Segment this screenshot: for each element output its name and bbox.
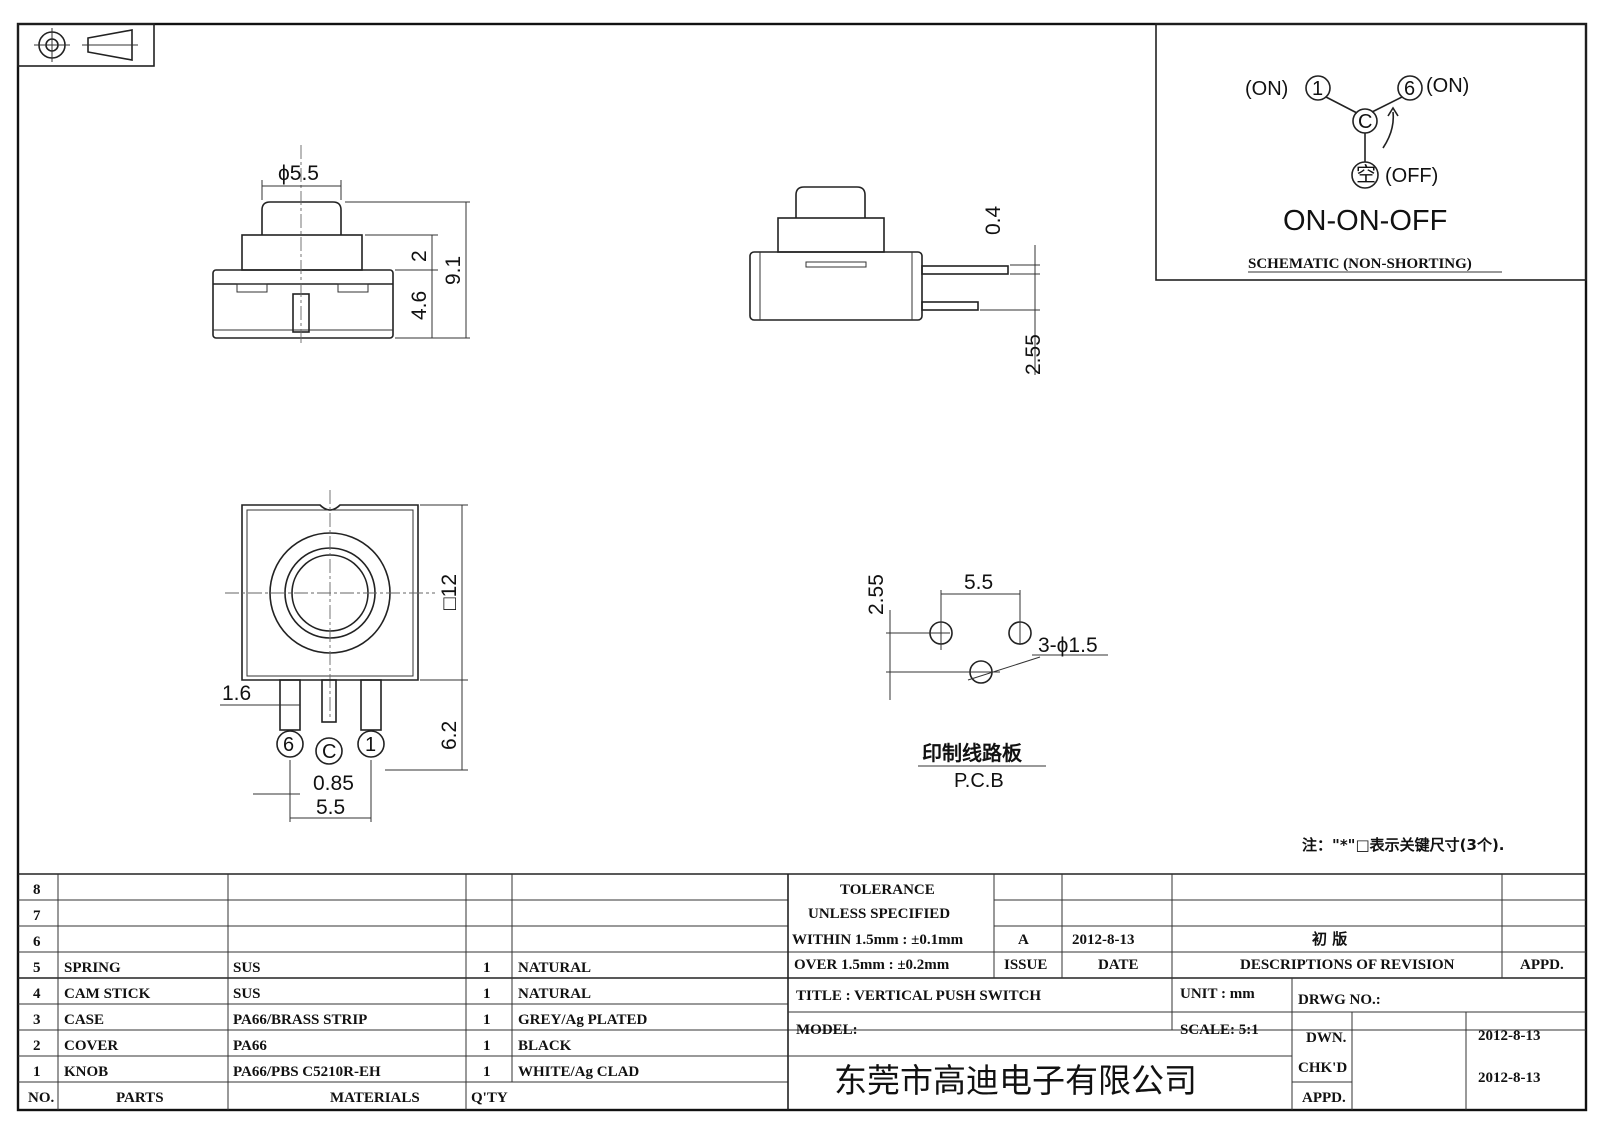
- pcb-label-en: P.C.B: [954, 770, 1004, 792]
- model: MODEL:: [796, 1022, 858, 1038]
- tolerance-line-4: OVER 1.5mm : ±0.2mm: [794, 957, 950, 973]
- parts-cell-finish: GREY/Ag PLATED: [518, 1012, 647, 1028]
- parts-cell-material: SUS: [233, 960, 261, 976]
- drawing-number: DRWG NO.:: [1298, 992, 1381, 1008]
- dim-diameter-knob: ϕ5.5: [278, 162, 319, 185]
- schematic-on-6: (ON): [1426, 75, 1469, 97]
- parts-cell-part: CASE: [64, 1012, 104, 1028]
- dim-0-85: 0.85: [313, 772, 354, 795]
- parts-cell-no: 5: [33, 960, 41, 976]
- revision-date-value: 2012-8-13: [1072, 932, 1135, 948]
- parts-cell-no: 3: [33, 1012, 41, 1028]
- dim-4-6: 4.6: [408, 291, 431, 320]
- switch-arrow-icon: [1382, 111, 1395, 149]
- dim-2: 2: [408, 250, 431, 262]
- tolerance-line-2: UNLESS SPECIFIED: [808, 906, 950, 922]
- company-name: 东莞市高迪电子有限公司: [834, 1061, 1197, 1100]
- sheet-border: [16, 22, 1588, 1112]
- parts-cell-qty: 1: [483, 1038, 491, 1054]
- parts-cell-no: 1: [33, 1064, 41, 1080]
- revision-date-header: DATE: [1098, 957, 1139, 973]
- pin-label-c: C: [322, 741, 336, 763]
- scale: SCALE: 5:1: [1180, 1022, 1259, 1038]
- title-block: [788, 874, 1586, 1110]
- dim-0-4: 0.4: [982, 205, 1005, 235]
- parts-cell-material: PA66: [233, 1038, 267, 1054]
- pin-label-6: 6: [283, 734, 294, 756]
- front-view: ϕ5.5 2 4.6 9.1: [212, 145, 470, 345]
- schematic-box: (ON) 1 6 (ON) C 空 (OFF) ON-ON-OFF SCHEMA…: [1155, 23, 1587, 281]
- side-view: 0.4 2.55: [749, 186, 1045, 375]
- parts-cell-part: COVER: [64, 1038, 118, 1054]
- key-dimension-note: 注："*"□表示关键尺寸(3个).: [1302, 836, 1505, 854]
- revision-description-value: 初 版: [1312, 930, 1347, 948]
- schematic-caption: SCHEMATIC (NON-SHORTING): [1248, 256, 1472, 272]
- pcb-dim-5-5: 5.5: [964, 571, 993, 594]
- schematic-terminal-c: C: [1358, 111, 1372, 133]
- pin-label-1: 1: [365, 734, 376, 756]
- header-parts: PARTS: [116, 1090, 164, 1106]
- schematic-mode: ON-ON-OFF: [1283, 205, 1447, 237]
- dim-2-55-side: 2.55: [1022, 334, 1045, 375]
- parts-cell-material: PA66/PBS C5210R-EH: [233, 1064, 381, 1080]
- parts-table: [18, 873, 1586, 1110]
- schematic-off: (OFF): [1385, 165, 1438, 187]
- revision-issue-value: A: [1018, 932, 1029, 948]
- schematic-on-1: (ON): [1245, 78, 1288, 100]
- dim-1-6: 1.6: [222, 682, 251, 705]
- parts-cell-part: SPRING: [64, 960, 121, 976]
- dim-square-12: □12: [438, 574, 461, 610]
- pcb-label-cn: 印制线路板: [922, 741, 1023, 765]
- parts-cell-no: 7: [33, 908, 41, 924]
- pcb-holes: 3-ϕ1.5: [1038, 634, 1098, 657]
- approved-label: APPD.: [1302, 1090, 1346, 1106]
- parts-cell-finish: BLACK: [518, 1038, 572, 1054]
- parts-cell-material: SUS: [233, 986, 261, 1002]
- drawn-label: DWN.: [1306, 1030, 1347, 1046]
- dim-5-5-bottom: 5.5: [316, 796, 345, 819]
- parts-cell-qty: 1: [483, 1064, 491, 1080]
- schematic-terminal-6: 6: [1404, 78, 1415, 100]
- parts-cell-part: KNOB: [64, 1064, 108, 1080]
- dim-9-1: 9.1: [442, 256, 465, 285]
- parts-cell-qty: 1: [483, 986, 491, 1002]
- pcb-dim-2-55: 2.55: [865, 574, 888, 615]
- parts-cell-finish: NATURAL: [518, 960, 591, 976]
- unit: UNIT : mm: [1180, 986, 1255, 1002]
- parts-cell-no: 4: [33, 986, 41, 1002]
- parts-cell-qty: 1: [483, 1012, 491, 1028]
- drawn-date: 2012-8-13: [1478, 1028, 1541, 1044]
- first-angle-projection-icon: [17, 23, 155, 67]
- tolerance-line-1: TOLERANCE: [840, 882, 935, 898]
- parts-cell-material: PA66/BRASS STRIP: [233, 1012, 367, 1028]
- revision-description-header: DESCRIPTIONS OF REVISION: [1240, 957, 1455, 973]
- parts-cell-finish: WHITE/Ag CLAD: [518, 1064, 639, 1080]
- parts-cell-part: CAM STICK: [64, 986, 151, 1002]
- header-materials: MATERIALS: [330, 1090, 420, 1106]
- checked-label: CHK'D: [1298, 1060, 1347, 1076]
- parts-cell-qty: 1: [483, 960, 491, 976]
- header-qty: Q'TY: [471, 1090, 508, 1106]
- revision-approved-header: APPD.: [1520, 957, 1564, 973]
- bottom-view: 6 C 1 □12 6.2 1.6 0.85 5.5: [220, 490, 468, 822]
- checked-date: 2012-8-13: [1478, 1070, 1541, 1086]
- drawing-title: TITLE : VERTICAL PUSH SWITCH: [796, 988, 1041, 1004]
- header-no: NO.: [28, 1090, 55, 1106]
- schematic-terminal-1: 1: [1312, 78, 1323, 100]
- parts-cell-no: 2: [33, 1038, 41, 1054]
- parts-cell-no: 8: [33, 882, 41, 898]
- parts-cell-finish: NATURAL: [518, 986, 591, 1002]
- parts-cell-no: 6: [33, 934, 41, 950]
- schematic-terminal-empty: 空: [1356, 163, 1376, 186]
- tolerance-line-3: WITHIN 1.5mm : ±0.1mm: [792, 932, 964, 948]
- dim-6-2: 6.2: [438, 721, 461, 750]
- pcb-layout: 5.5 2.55 3-ϕ1.5 印制线路板 P.C.B: [865, 571, 1108, 792]
- revision-issue-header: ISSUE: [1004, 957, 1047, 973]
